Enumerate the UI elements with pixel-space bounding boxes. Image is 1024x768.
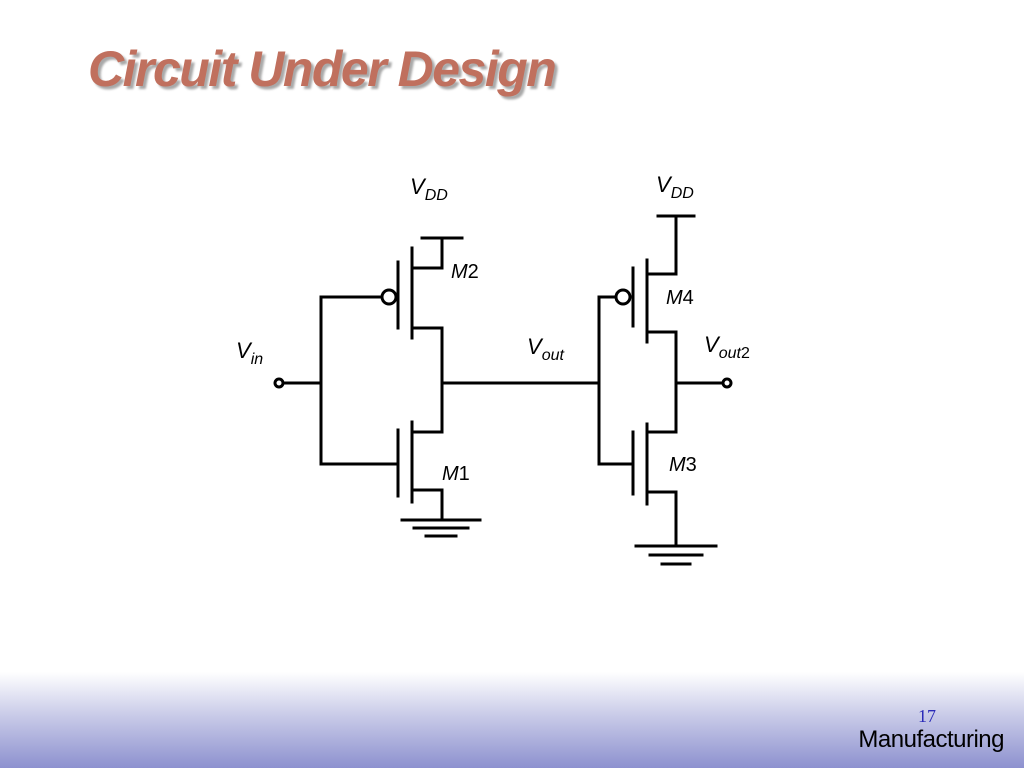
slide-title: Circuit Under Design [88, 41, 557, 97]
vdd-left-label: VDD [410, 174, 448, 204]
vout2-terminal [721, 377, 733, 389]
wires [282, 214, 724, 566]
vout-label: Vout [527, 334, 564, 364]
vin-terminal [273, 377, 285, 389]
vout2-label: Vout2 [704, 332, 750, 362]
page-number: 17 [918, 706, 936, 726]
vin-label: Vin [236, 338, 263, 368]
m4-label: M4 [666, 287, 694, 309]
terminals [273, 377, 733, 389]
gate-bubbles [380, 288, 632, 306]
section-label: Manufacturing [858, 726, 1004, 753]
m2-gate-bubble [380, 288, 398, 306]
footer-band [0, 672, 1024, 768]
m1-label: M1 [442, 463, 470, 485]
vdd-right-label: VDD [656, 172, 694, 202]
m2-label: M2 [451, 261, 479, 283]
m3-label: M3 [669, 454, 697, 476]
m4-gate-bubble [614, 288, 632, 306]
